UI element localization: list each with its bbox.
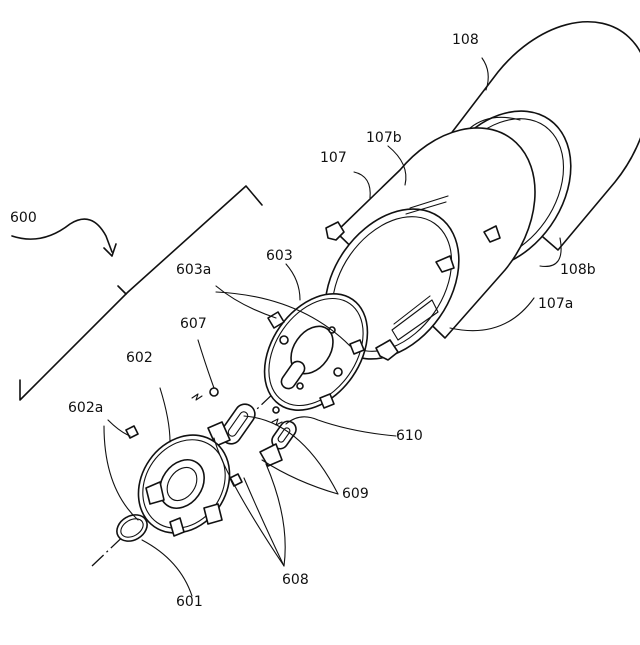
label-108: 108 xyxy=(452,32,479,48)
label-107b: 107b xyxy=(366,130,402,146)
label-107a: 107a xyxy=(538,296,573,312)
label-609: 609 xyxy=(342,486,369,502)
tab-602a xyxy=(126,426,138,438)
label-603: 603 xyxy=(266,248,293,264)
label-601: 601 xyxy=(176,594,203,610)
label-607: 607 xyxy=(180,316,207,332)
label-107: 107 xyxy=(320,150,347,166)
label-600: 600 xyxy=(10,210,37,226)
label-603a: 603a xyxy=(176,262,211,278)
label-108b: 108b xyxy=(560,262,596,278)
label-610: 610 xyxy=(396,428,423,444)
part-607-pin xyxy=(210,388,218,396)
label-608: 608 xyxy=(282,572,309,588)
label-602a: 602a xyxy=(68,400,103,416)
label-602: 602 xyxy=(126,350,153,366)
